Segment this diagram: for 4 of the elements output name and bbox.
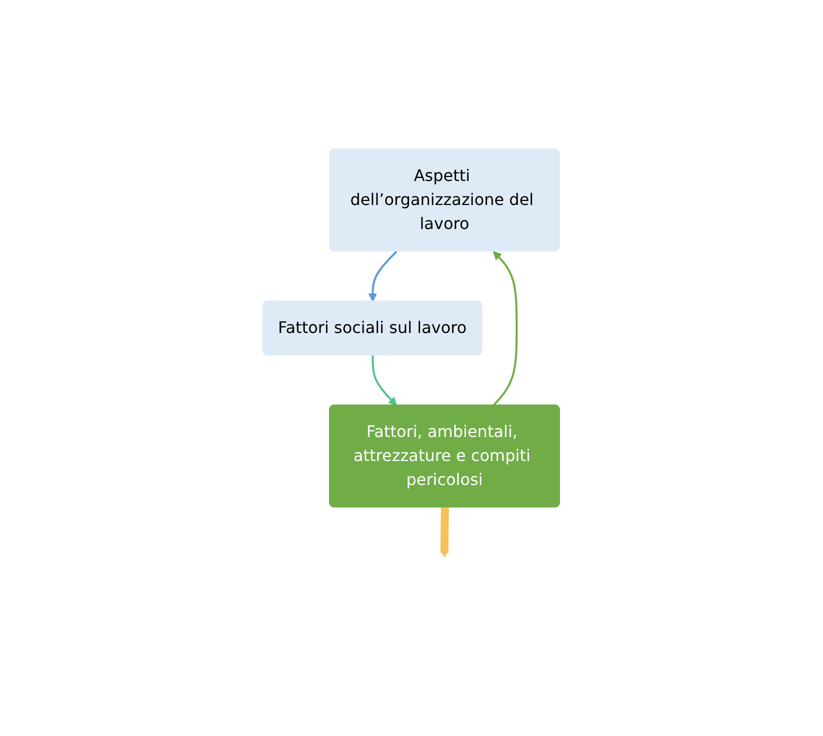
arrow [492, 251, 518, 406]
arrow [368, 250, 398, 302]
arrow [372, 355, 398, 406]
arrow [440, 507, 450, 558]
